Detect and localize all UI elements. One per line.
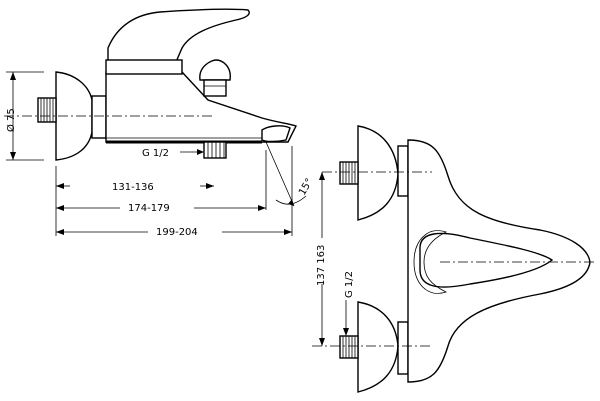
spout-angle: 15° [265,141,315,207]
dim-1-label: 131-136 [112,182,154,193]
dim-2-label: 174-179 [128,203,170,214]
lower-flange [357,301,399,393]
upper-inlet-thread [339,161,359,185]
lever-base [105,59,183,75]
dimension-199-204: 199-204 [56,225,292,238]
angle-label: 15° [297,177,315,198]
thread-label-side: G 1/2 [142,148,169,159]
lower-nut [397,321,409,375]
lower-inlet-thread [339,335,359,359]
diverter-knob [199,59,231,97]
spout-outlet [261,125,291,143]
height-dim-label: 137 163 [316,245,327,286]
front-thread-callout: G 1/2 [343,271,355,336]
lever-handle [107,8,250,63]
upper-flange [357,125,399,221]
front-view: 137 163 G 1/2 [312,125,596,393]
inlet-thread [37,97,57,123]
front-lever [419,232,554,288]
thread-label-front: G 1/2 [344,271,355,298]
hex-nut [91,95,107,139]
valve-body [105,71,297,143]
side-view: Ø 75 [4,8,315,238]
upper-nut [397,145,409,197]
diameter-label: Ø 75 [5,108,17,132]
dimension-131-136: 131-136 [56,182,214,193]
height-dimension: 137 163 [314,172,328,346]
shower-outlet-thread [203,141,227,159]
thread-callout: G 1/2 [142,148,204,159]
dim-3-label: 199-204 [156,227,198,238]
dimension-174-179: 174-179 [56,201,266,214]
